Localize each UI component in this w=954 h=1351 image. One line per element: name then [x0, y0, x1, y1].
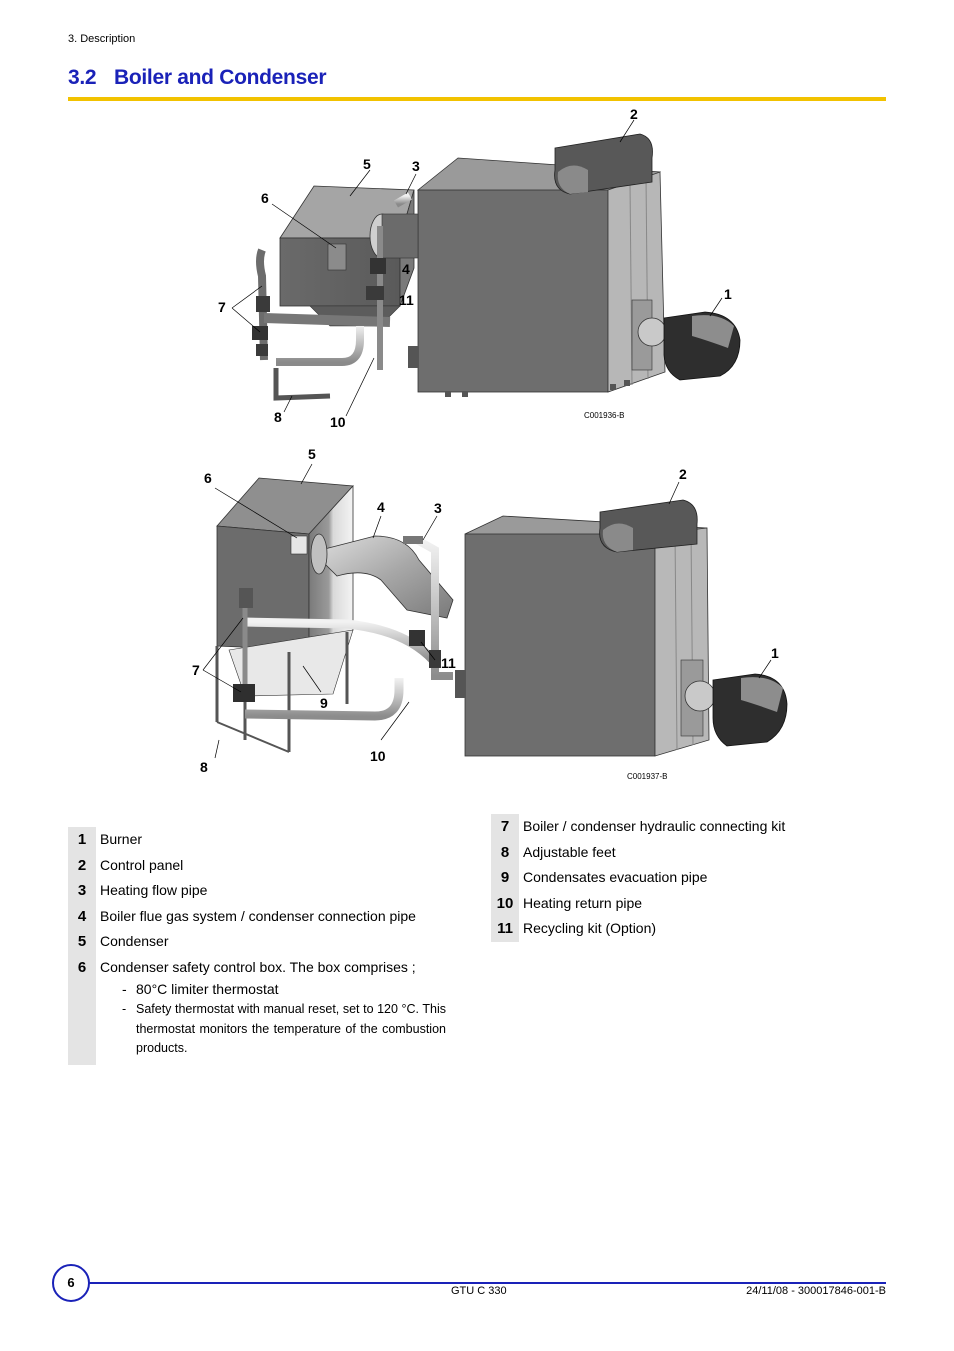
- fig1-callout-5: 5: [363, 156, 371, 172]
- legend-key: 5: [68, 929, 96, 955]
- section-title: 3.2 Boiler and Condenser: [68, 66, 327, 90]
- legend-text: Condenser: [100, 933, 169, 949]
- fig1-callout-8: 8: [274, 409, 282, 425]
- legend-text: Adjustable feet: [523, 843, 616, 860]
- legend-key: 10: [491, 890, 519, 916]
- fig2-callout-11: 11: [441, 655, 456, 671]
- legend-key: 1: [68, 827, 96, 853]
- fig1-callout-7: 7: [218, 299, 226, 315]
- section-number: 3.2: [68, 66, 97, 89]
- fig2-callout-9: 9: [320, 695, 328, 711]
- section-title-text: Boiler and Condenser: [114, 66, 327, 89]
- page-number: 6: [52, 1264, 90, 1302]
- legend-text: Control panel: [100, 856, 184, 873]
- fig2-callout-10: 10: [370, 748, 386, 764]
- fig1-callout-11: 11: [399, 292, 414, 308]
- legend-text: Boiler / condenser hydraulic connecting …: [523, 818, 786, 834]
- legend-key: 3: [68, 878, 96, 904]
- sub-text-b: Safety thermostat with manual reset, set…: [136, 1002, 446, 1055]
- fig2-callout-7: 7: [192, 662, 200, 678]
- footer-rule: [88, 1282, 886, 1284]
- fig2-callout-2: 2: [679, 466, 687, 482]
- legend-key: 6: [68, 954, 96, 980]
- fig1-callout-1: 1: [724, 286, 732, 302]
- legend-subrow: -80°C limiter thermostat -Safety thermos…: [68, 980, 446, 1065]
- fig1-code: C001936-B: [584, 411, 624, 420]
- legend-key: 4: [68, 903, 96, 929]
- legend-text: Burner: [100, 831, 143, 847]
- fig2-callout-6: 6: [204, 470, 212, 486]
- title-rule: [68, 97, 886, 101]
- fig2-code: C001937-B: [627, 772, 667, 781]
- legend-subitem: -Safety thermostat with manual reset, se…: [122, 1000, 446, 1059]
- legend-text: Condenser safety control box. The box co…: [100, 958, 416, 975]
- legend-key: 8: [491, 839, 519, 865]
- fig1-callout-3: 3: [412, 158, 420, 174]
- footer-doc-name: GTU C 330: [451, 1285, 507, 1297]
- fig2-callout-3: 3: [434, 500, 442, 516]
- running-head: 3. Description: [68, 33, 136, 45]
- legend-text: Recycling kit (Option): [523, 920, 657, 936]
- figure-boiler-condenser-compact: 2 5 3 6 4 11 7 1 8 10 C001936-B: [218, 106, 741, 430]
- figure-boiler-condenser-floor: 2 5 6 4 3 11 7 9 1 8 10 C001937-B: [192, 446, 788, 781]
- fig2-callout-1: 1: [771, 645, 779, 661]
- fig2-callout-5: 5: [308, 446, 316, 462]
- sub-dash: -: [122, 1002, 127, 1016]
- sub-text-a: 80°C limiter thermostat: [136, 981, 279, 997]
- legend-key: 11: [491, 916, 519, 942]
- legend-key: 2: [68, 852, 96, 878]
- legend-text: Heating flow pipe: [100, 882, 208, 898]
- fig2-callout-8: 8: [200, 759, 208, 775]
- legend-key-spacer: [68, 980, 96, 1065]
- fig1-callout-10: 10: [330, 414, 346, 430]
- sub-dash: -: [122, 981, 127, 997]
- legend-text: Condensates evacuation pipe: [523, 869, 708, 885]
- legend-key: 9: [491, 865, 519, 891]
- legend-subitem: -80°C limiter thermostat: [122, 980, 446, 998]
- fig1-callout-2: 2: [630, 106, 638, 122]
- legend-key: 7: [491, 814, 519, 840]
- fig1-callout-6: 6: [261, 190, 269, 206]
- fig1-callout-4: 4: [402, 261, 410, 277]
- footer-doc-ref: 24/11/08 - 300017846-001-B: [746, 1285, 886, 1297]
- fig2-callout-4: 4: [377, 499, 385, 515]
- legend-text: Boiler flue gas system / condenser conne…: [100, 907, 416, 924]
- legend-text: Heating return pipe: [523, 894, 643, 911]
